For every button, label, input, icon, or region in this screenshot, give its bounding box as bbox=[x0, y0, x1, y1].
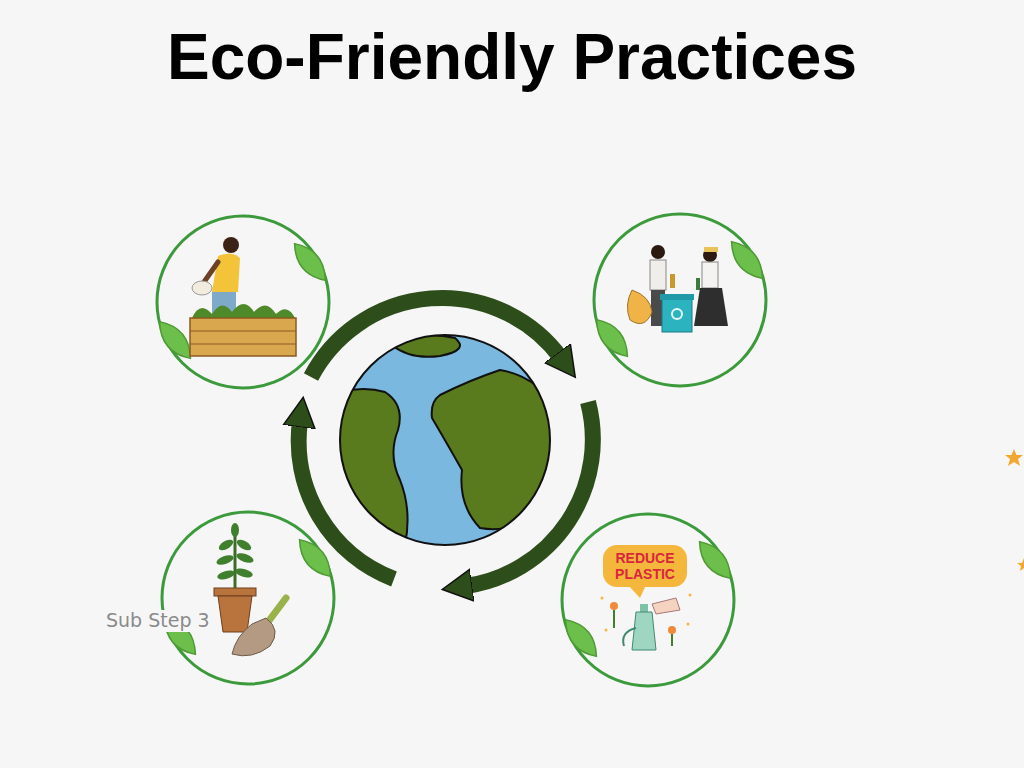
frame-ring bbox=[594, 214, 766, 386]
plastic-illustration bbox=[601, 585, 692, 650]
edge-stars bbox=[1005, 449, 1024, 571]
speech-bubble: REDUCE PLASTIC bbox=[603, 545, 687, 587]
diagram-title: Eco-Friendly Practices bbox=[0, 22, 1024, 92]
seedling-illustration bbox=[214, 523, 286, 656]
frame-ring bbox=[157, 216, 329, 388]
frame-ring bbox=[562, 514, 734, 686]
leaves bbox=[152, 236, 769, 663]
earth-globe bbox=[330, 335, 560, 545]
step-label: Sub Step 3 bbox=[104, 610, 212, 632]
node-text: REDUCE PLASTIC bbox=[609, 550, 681, 582]
frame-rings bbox=[157, 214, 766, 686]
cycle-arrows bbox=[299, 298, 593, 586]
gardener-illustration bbox=[190, 237, 296, 356]
frame-ring bbox=[162, 512, 334, 684]
recycling-illustration bbox=[627, 245, 728, 332]
